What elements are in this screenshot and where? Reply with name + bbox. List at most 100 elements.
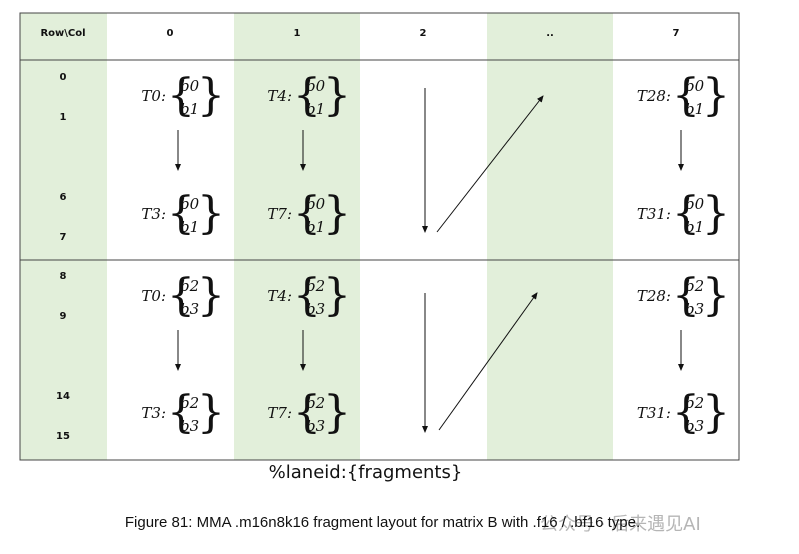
column-header-0: 0 xyxy=(167,28,174,39)
right-brace: } xyxy=(323,70,351,121)
register-label: b2 xyxy=(180,277,199,295)
row-label-14: 14 xyxy=(56,391,70,402)
right-brace: } xyxy=(323,270,351,321)
row-label-15: 15 xyxy=(56,431,70,442)
right-brace: } xyxy=(197,70,225,121)
register-label: b2 xyxy=(306,394,325,412)
register-label: b0 xyxy=(180,195,200,213)
register-label: b3 xyxy=(685,300,704,318)
fragments-layer: T0:{b0b1}T3:{b0b1}T4:{b0b1}T7:{b0b1}T28:… xyxy=(141,70,730,438)
left-brace: { xyxy=(293,188,321,239)
thread-label: T4: xyxy=(267,287,292,305)
fragment-cell: T28:{b2 b3} xyxy=(637,270,730,321)
right-brace: } xyxy=(702,70,730,121)
thread-label: T7: xyxy=(267,205,292,223)
diagonal-up-arrow-bottom xyxy=(438,292,538,431)
watermark: 公众号 · 后来遇见AI xyxy=(540,514,701,535)
register-label: b1 xyxy=(685,218,704,236)
register-label: b1 xyxy=(306,218,325,236)
fragment-cell: T31:{b0 b1} xyxy=(637,188,730,239)
register-label: b1 xyxy=(180,100,199,118)
left-brace: { xyxy=(167,387,195,438)
fragment-cell: T0:{b0 b1} xyxy=(141,70,225,121)
left-brace: { xyxy=(293,270,321,321)
fragment-cell: T3:{b2 b3} xyxy=(141,387,225,438)
thread-label: T0: xyxy=(141,287,166,305)
diagram-legend: %laneid:{fragments} xyxy=(268,462,463,483)
register-label: b0 xyxy=(180,77,200,95)
register-label: b2 xyxy=(685,277,704,295)
register-label: b1 xyxy=(306,100,325,118)
register-label: b3 xyxy=(306,300,325,318)
register-label: b3 xyxy=(306,417,325,435)
thread-label: T4: xyxy=(267,87,292,105)
row-header-band xyxy=(20,13,107,460)
register-label: b0 xyxy=(306,195,326,213)
left-brace: { xyxy=(672,70,700,121)
right-brace: } xyxy=(323,188,351,239)
column-1-band xyxy=(234,13,360,460)
left-brace: { xyxy=(167,270,195,321)
column-header-2: 2 xyxy=(420,28,427,39)
column-header-7: 7 xyxy=(673,28,680,39)
table-border xyxy=(19,12,740,461)
thread-label: T3: xyxy=(141,404,166,422)
row-label-1: 1 xyxy=(60,112,67,123)
thread-label: T7: xyxy=(267,404,292,422)
row-label-8: 8 xyxy=(60,271,67,282)
row-label-6: 6 xyxy=(60,192,67,203)
row-label-9: 9 xyxy=(60,311,67,322)
table-grid xyxy=(19,12,740,461)
register-label: b2 xyxy=(685,394,704,412)
right-brace: } xyxy=(702,387,730,438)
register-label: b2 xyxy=(180,394,199,412)
matrix-b-fragment-layout-diagram: Row\Col 0 1 2 .. 7 0 1 6 7 8 9 14 15 T0:… xyxy=(19,12,740,461)
thread-label: T3: xyxy=(141,205,166,223)
left-brace: { xyxy=(672,188,700,239)
column-header-1: 1 xyxy=(294,28,301,39)
left-brace: { xyxy=(672,270,700,321)
fragment-cell: T0:{b2 b3} xyxy=(141,270,225,321)
register-label: b3 xyxy=(685,417,704,435)
row-label-0: 0 xyxy=(60,72,67,83)
left-brace: { xyxy=(293,70,321,121)
register-label: b0 xyxy=(685,195,705,213)
left-brace: { xyxy=(672,387,700,438)
register-label: b1 xyxy=(180,218,199,236)
register-label: b0 xyxy=(306,77,326,95)
register-label: b3 xyxy=(180,417,199,435)
register-label: b1 xyxy=(685,100,704,118)
fragment-cell: T31:{b2 b3} xyxy=(637,387,730,438)
right-brace: } xyxy=(197,387,225,438)
register-label: b0 xyxy=(685,77,705,95)
row-label-7: 7 xyxy=(60,232,67,243)
figure-caption: Figure 81: MMA .m16n8k16 fragment layout… xyxy=(124,514,641,531)
highlight-bands xyxy=(20,13,613,460)
right-brace: } xyxy=(197,270,225,321)
row-labels: 0 1 6 7 8 9 14 15 xyxy=(56,72,70,442)
fragment-cell: T3:{b0 b1} xyxy=(141,188,225,239)
fragment-cell: T7:{b0 b1} xyxy=(267,188,351,239)
right-brace: } xyxy=(702,270,730,321)
fragment-cell: T4:{b0 b1} xyxy=(267,70,351,121)
thread-label: T28: xyxy=(637,287,671,305)
flow-arrows xyxy=(175,88,684,433)
thread-label: T0: xyxy=(141,87,166,105)
thread-label: T28: xyxy=(637,87,671,105)
left-brace: { xyxy=(167,188,195,239)
column-dots-band xyxy=(487,13,613,460)
register-label: b3 xyxy=(180,300,199,318)
left-brace: { xyxy=(293,387,321,438)
thread-label: T31: xyxy=(637,404,671,422)
column-header-dots: .. xyxy=(546,28,554,39)
right-brace: } xyxy=(702,188,730,239)
left-brace: { xyxy=(167,70,195,121)
diagonal-up-arrow-top xyxy=(436,95,544,233)
right-brace: } xyxy=(323,387,351,438)
fragment-cell: T28:{b0 b1} xyxy=(637,70,730,121)
thread-label: T31: xyxy=(637,205,671,223)
right-brace: } xyxy=(197,188,225,239)
fragment-cell: T7:{b2 b3} xyxy=(267,387,351,438)
corner-header: Row\Col xyxy=(40,28,85,39)
